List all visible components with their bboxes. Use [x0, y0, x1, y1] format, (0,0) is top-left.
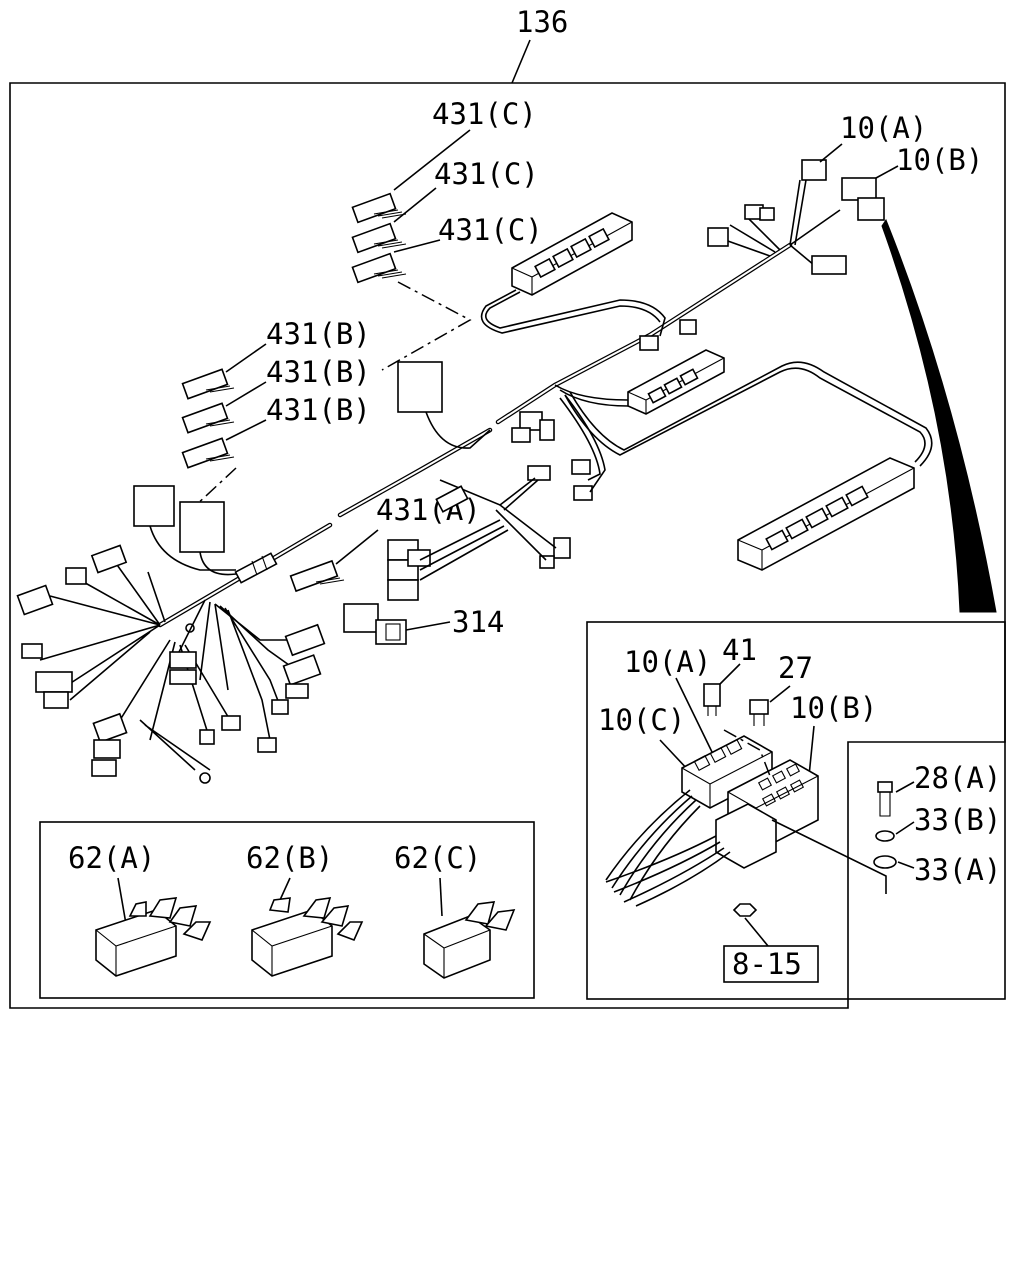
part-431b-group: 431(B) 431(B) 431(B) — [133, 317, 371, 576]
label-431c-2: 431(C) — [434, 157, 539, 191]
part-431c-group: 431(C) 431(C) 431(C) — [351, 97, 543, 449]
label-62a: 62(A) — [68, 841, 155, 875]
label-431b-3: 431(B) — [266, 393, 371, 427]
main-harness-trunk — [157, 242, 793, 628]
label-ref-8-15: 8-15 — [732, 947, 802, 981]
relay-inset-frame — [39, 821, 535, 999]
part-431a-group: 431(A) — [289, 485, 571, 601]
leader-10b-top — [875, 165, 899, 179]
label-10c-detail: 10(C) — [598, 703, 685, 737]
fuse-box-detail: 10(A) 41 27 10(C) 10(B) — [598, 633, 1001, 983]
center-connectors — [439, 394, 606, 511]
label-27: 27 — [778, 651, 813, 685]
left-branches — [16, 544, 326, 784]
relay-62c: 62(C) — [394, 841, 516, 979]
top-right-branch — [707, 159, 885, 275]
label-314: 314 — [452, 605, 504, 639]
switch-panel-bottom — [564, 361, 933, 571]
label-431b-2: 431(B) — [266, 355, 371, 389]
assembly-leader — [511, 39, 531, 84]
label-10a-top: 10(A) — [840, 111, 927, 145]
main-frame — [9, 82, 1006, 1009]
relay-62a: 62(A) — [68, 841, 212, 977]
label-28a: 28(A) — [914, 761, 1001, 795]
label-62b: 62(B) — [246, 841, 333, 875]
label-33b: 33(B) — [914, 803, 1001, 837]
leader-10a-top — [819, 143, 843, 163]
label-10a-detail: 10(A) — [624, 645, 711, 679]
switch-panel-middle — [554, 349, 725, 415]
label-33a: 33(A) — [914, 853, 1001, 887]
label-431c-3: 431(C) — [438, 213, 543, 247]
label-41: 41 — [722, 633, 757, 667]
part-314: 314 — [343, 603, 504, 645]
label-10b-detail: 10(B) — [790, 691, 877, 725]
relay-62b: 62(B) — [246, 841, 364, 977]
label-62c: 62(C) — [394, 841, 481, 875]
switch-panel-top — [480, 212, 697, 351]
detail-inset-frame — [586, 621, 1006, 1000]
label-431b-1: 431(B) — [266, 317, 371, 351]
label-10b-top: 10(B) — [896, 143, 983, 177]
assembly-label: 136 — [516, 5, 568, 39]
detail-callout-arrow — [881, 218, 997, 613]
label-431c-1: 431(C) — [432, 97, 537, 131]
